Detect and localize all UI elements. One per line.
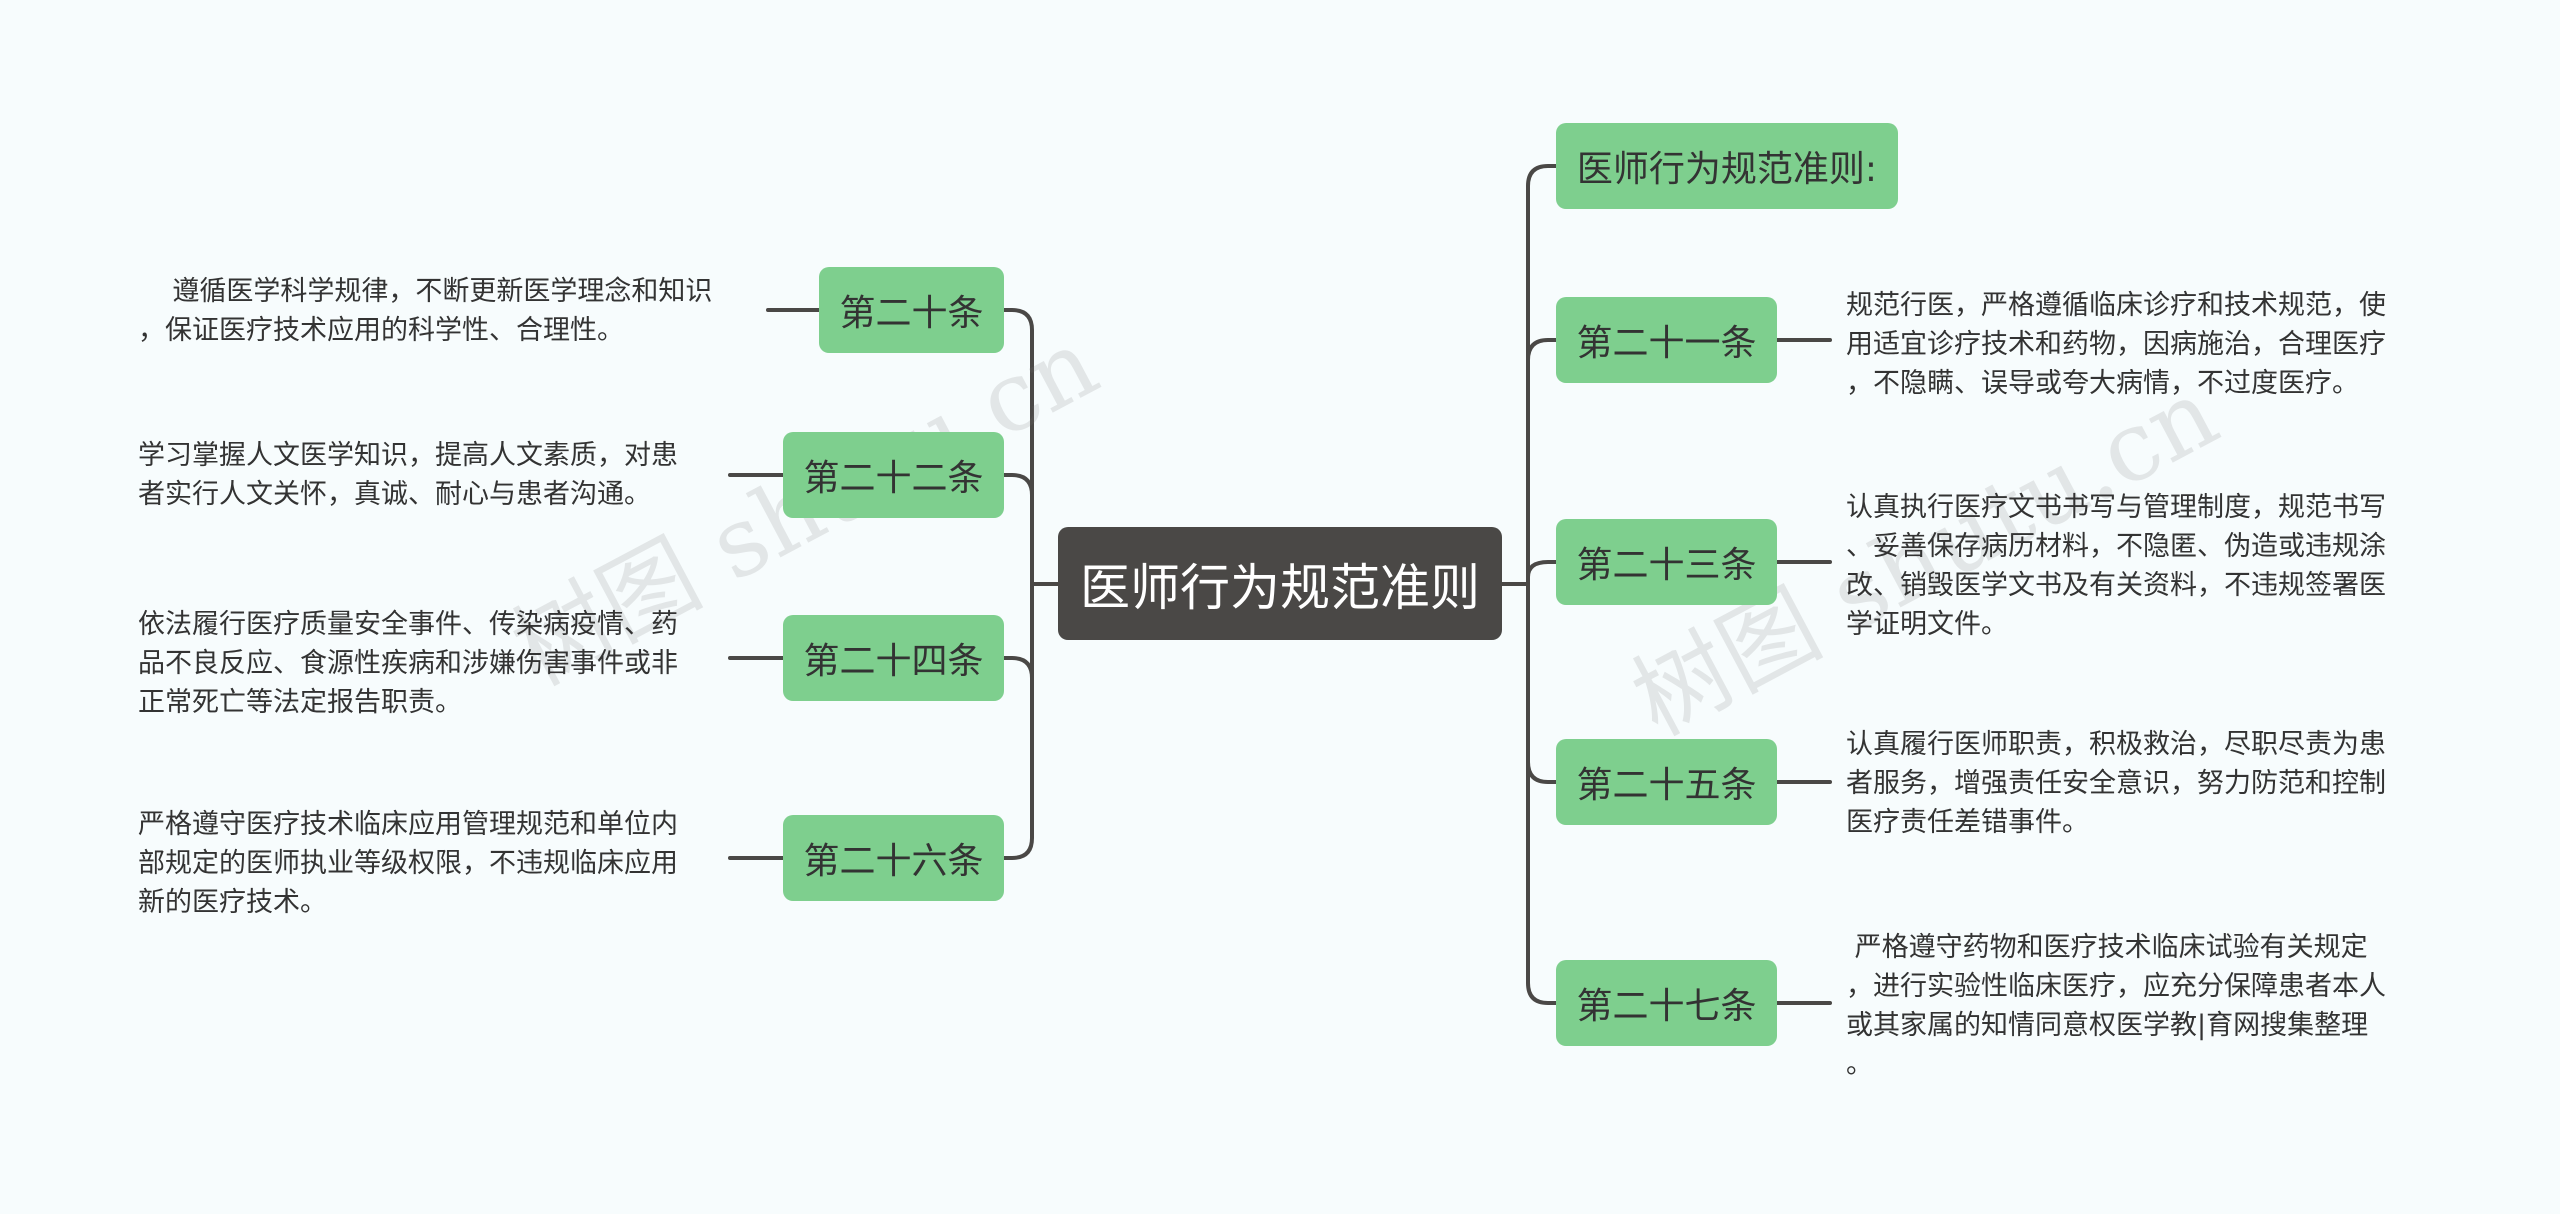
node-article-24[interactable]: 第二十四条 xyxy=(783,615,1004,701)
desc-article-23: 认真执行医疗文书书写与管理制度，规范书写 、妥善保存病历材料，不隐匿、伪造或违规… xyxy=(1846,492,2386,640)
desc-article-27: 严格遵守药物和医疗技术临床试验有关规定 ，进行实验性临床医疗，应充分保障患者本人… xyxy=(1846,932,2386,1080)
node-label: 第二十五条 xyxy=(1576,765,1757,806)
connector-right-0 xyxy=(1526,164,1558,586)
desc-article-20: 遵循医学科学规律，不断更新医学理念和知识 ，保证医疗技术应用的科学性、合理性。 xyxy=(138,276,713,346)
node-label: 第二十四条 xyxy=(803,641,984,682)
node-label: 第二十条 xyxy=(839,293,984,334)
root-label: 医师行为规范准则 xyxy=(1080,558,1480,617)
header-node[interactable]: 医师行为规范准则: xyxy=(1556,123,1898,209)
desc-article-26: 严格遵守医疗技术临床应用管理规范和单位内 部规定的医师执业等级权限，不违规临床应… xyxy=(138,809,678,918)
root-node[interactable]: 医师行为规范准则 xyxy=(1058,527,1502,640)
node-article-26[interactable]: 第二十六条 xyxy=(783,815,1004,901)
desc-article-21: 规范行医，严格遵循临床诊疗和技术规范，使 用适宜诊疗技术和药物，因病施治，合理医… xyxy=(1846,290,2386,399)
node-label: 第二十三条 xyxy=(1576,545,1757,586)
connector-left-3 xyxy=(1002,582,1034,679)
node-article-27[interactable]: 第二十七条 xyxy=(1556,960,1777,1046)
node-article-25[interactable]: 第二十五条 xyxy=(1556,739,1777,825)
node-label: 第二十六条 xyxy=(803,841,984,882)
node-article-23[interactable]: 第二十三条 xyxy=(1556,519,1777,605)
desc-article-22: 学习掌握人文医学知识，提高人文素质，对患 者实行人文关怀，真诚、耐心与患者沟通。 xyxy=(138,440,678,510)
header-node-label: 医师行为规范准则: xyxy=(1576,149,1878,190)
connector-right-2 xyxy=(1526,560,1558,586)
node-article-22[interactable]: 第二十二条 xyxy=(783,432,1004,518)
desc-article-24: 依法履行医疗质量安全事件、传染病疫情、药 品不良反应、食源性疾病和涉嫌伤害事件或… xyxy=(138,609,678,718)
connector-right-1 xyxy=(1526,338,1558,586)
node-article-20[interactable]: 第二十条 xyxy=(819,267,1004,353)
node-article-21[interactable]: 第二十一条 xyxy=(1556,297,1777,383)
node-label: 第二十二条 xyxy=(803,458,984,499)
connector-right-4 xyxy=(1526,582,1558,1005)
node-label: 第二十七条 xyxy=(1576,986,1757,1027)
connector-right-3 xyxy=(1526,582,1558,784)
connector-left-4 xyxy=(1002,582,1034,860)
node-label: 第二十一条 xyxy=(1576,323,1757,364)
connector-left-1 xyxy=(1002,308,1034,586)
desc-article-25: 认真履行医师职责，积极救治，尽职尽责为患 者服务，增强责任安全意识，努力防范和控… xyxy=(1846,729,2386,838)
connector-left-2 xyxy=(1002,473,1034,586)
